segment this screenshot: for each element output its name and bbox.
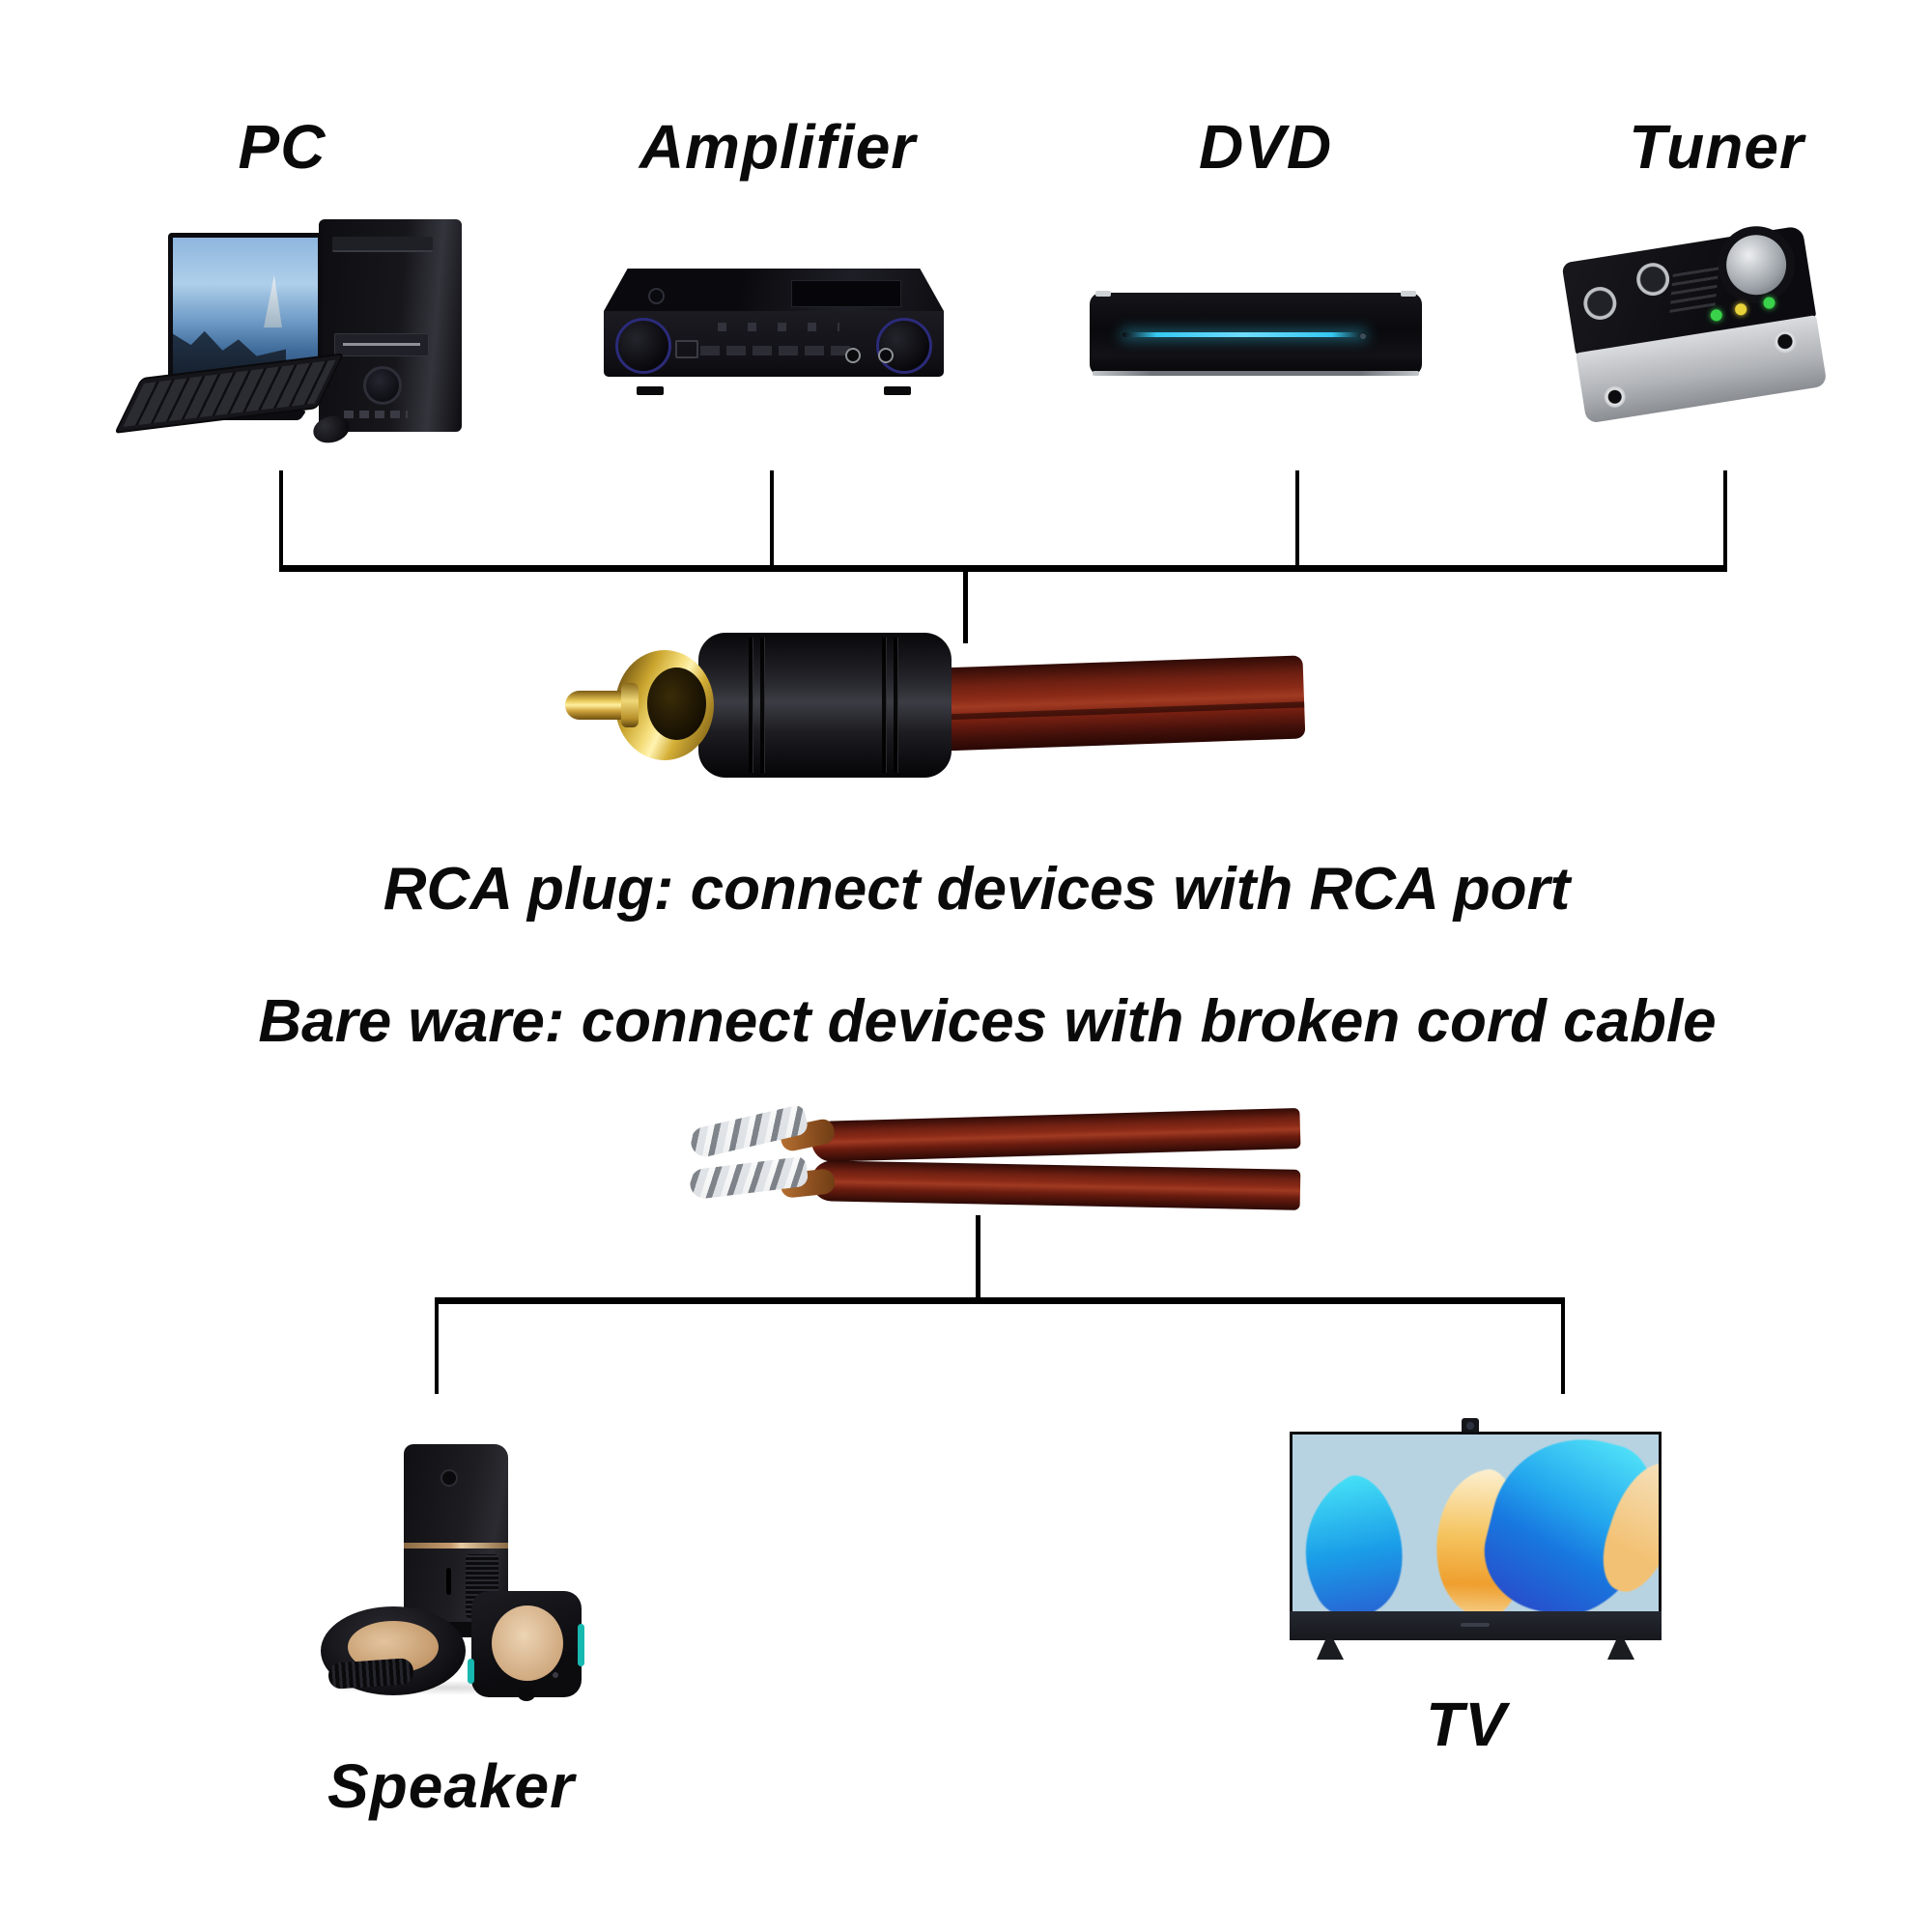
round-speaker-grill <box>327 1657 414 1690</box>
amplifier-top <box>604 269 944 311</box>
tuner-meter-leds <box>1669 262 1719 313</box>
connector-line-pc <box>279 470 283 568</box>
tuner-label: Tuner <box>1629 112 1804 182</box>
tv-foot <box>1607 1638 1634 1660</box>
pc-monitor <box>168 233 323 387</box>
tv-foot <box>1317 1638 1344 1660</box>
pc-card-reader <box>334 333 429 356</box>
button-row <box>718 323 839 331</box>
connector-line-tuner <box>1723 470 1727 568</box>
cyan-plume <box>1293 1465 1432 1612</box>
yellow-led <box>1734 302 1747 317</box>
round-speaker <box>321 1606 466 1695</box>
front-bumper <box>518 1688 535 1701</box>
square-speaker <box>468 1591 584 1701</box>
status-dot <box>553 1672 558 1678</box>
wire-bottom <box>810 1160 1301 1210</box>
green-led <box>1762 296 1776 310</box>
driver-cone <box>492 1605 563 1681</box>
connector-line-dvd <box>1295 470 1299 568</box>
dvd-corner-tab <box>1401 291 1416 297</box>
volume-knob-right <box>876 318 932 374</box>
bracket-bottom-horizontal <box>435 1297 1565 1304</box>
tuner-image <box>1561 225 1828 424</box>
tv-label: TV <box>1426 1690 1507 1759</box>
instrument-jack <box>1603 384 1628 410</box>
bracket-top-stem <box>963 572 968 643</box>
dvd-light-strip <box>1122 332 1366 337</box>
tower-lens <box>440 1469 458 1487</box>
bracket-top-horizontal <box>279 565 1727 572</box>
bare-wire-image <box>688 1103 1301 1213</box>
tower-slit <box>446 1568 451 1595</box>
rca-plug-caption: RCA plug: connect devices with RCA port <box>383 856 1571 923</box>
amplifier-image <box>604 269 944 395</box>
tv-screen-art <box>1293 1435 1659 1612</box>
tinned-wire-tip <box>688 1103 810 1160</box>
dvd-indicator <box>1360 333 1366 339</box>
connector-line-tv <box>1561 1297 1565 1394</box>
tuner-gain-knob <box>1634 260 1672 298</box>
bracket-bottom-stem <box>976 1215 980 1300</box>
rca-plug-image <box>565 633 1306 778</box>
plug-cable <box>935 655 1306 752</box>
connector-line-speaker <box>435 1297 439 1394</box>
amplifier-front-panel <box>604 311 944 377</box>
pc-tower <box>319 219 462 432</box>
pc-image <box>114 217 462 447</box>
tuner-volume-knob <box>1721 230 1791 299</box>
tuner-gain-knob <box>1580 284 1619 323</box>
pc-optical-drive <box>332 237 433 252</box>
tv-panel <box>1290 1432 1662 1615</box>
pc-front-ports <box>344 411 408 418</box>
plug-gold-pin <box>565 683 639 727</box>
amplifier-foot <box>884 386 911 395</box>
teal-accent <box>578 1624 584 1666</box>
speaker-label: Speaker <box>327 1751 576 1821</box>
dvd-base <box>1093 371 1419 376</box>
connector-line-amplifier <box>770 470 774 568</box>
audio-jack <box>878 348 894 363</box>
tv-soundbar <box>1290 1611 1662 1640</box>
audio-jack <box>845 348 861 363</box>
power-button <box>647 288 665 305</box>
dvd-corner-tab <box>1095 291 1111 297</box>
rock-spire <box>264 275 282 327</box>
headphone-jack <box>1772 327 1799 355</box>
green-led <box>1709 308 1723 323</box>
tv-image <box>1290 1418 1662 1662</box>
pc-emblem <box>363 366 402 405</box>
amplifier-foot <box>637 386 664 395</box>
bare-wire-caption: Bare ware: connect devices with broken c… <box>258 988 1717 1055</box>
wire-top <box>810 1107 1301 1163</box>
amplifier-label: Amplifier <box>639 112 917 182</box>
volume-knob-left <box>615 318 671 374</box>
plug-barrel <box>698 633 952 778</box>
usb-port <box>675 340 698 358</box>
teal-accent <box>468 1659 474 1684</box>
button-row <box>700 346 857 355</box>
pc-label: PC <box>238 112 327 182</box>
dvd-label: DVD <box>1198 112 1333 182</box>
dvd-image <box>1090 291 1422 376</box>
speaker-image <box>319 1444 584 1701</box>
amplifier-display <box>790 280 902 307</box>
copper-band <box>404 1543 508 1548</box>
